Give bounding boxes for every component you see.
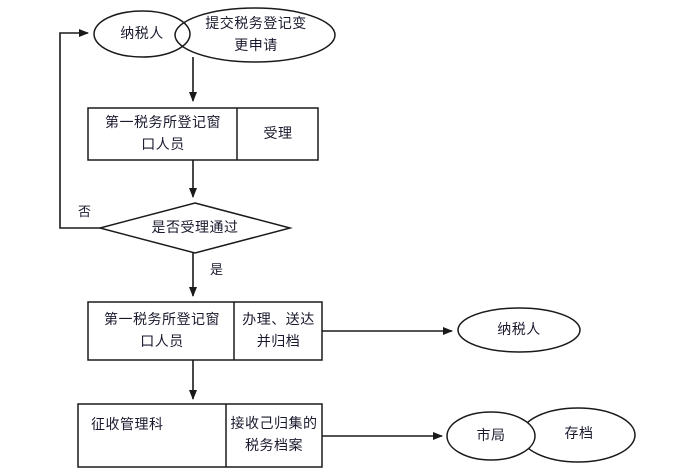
- node-shape-taxpayer-end[interactable]: [457, 307, 581, 353]
- node-shape-office-staff-1-row[interactable]: [87, 107, 319, 161]
- edge-label-yes-branch: 是: [210, 263, 224, 278]
- node-shape-archive[interactable]: [520, 407, 636, 463]
- node-shape-decision-accept[interactable]: [97, 202, 293, 254]
- node-shape-submit-application[interactable]: [174, 7, 336, 63]
- node-shape-office-staff-2-row[interactable]: [87, 301, 323, 361]
- node-shape-collection-admin-row[interactable]: [77, 403, 323, 468]
- node-shape-city-bureau[interactable]: [446, 411, 536, 461]
- edge-label-no-branch: 否: [78, 205, 92, 220]
- connector-decision-no-feedback: [59, 29, 100, 229]
- node-shape-taxpayer-start[interactable]: [93, 10, 191, 58]
